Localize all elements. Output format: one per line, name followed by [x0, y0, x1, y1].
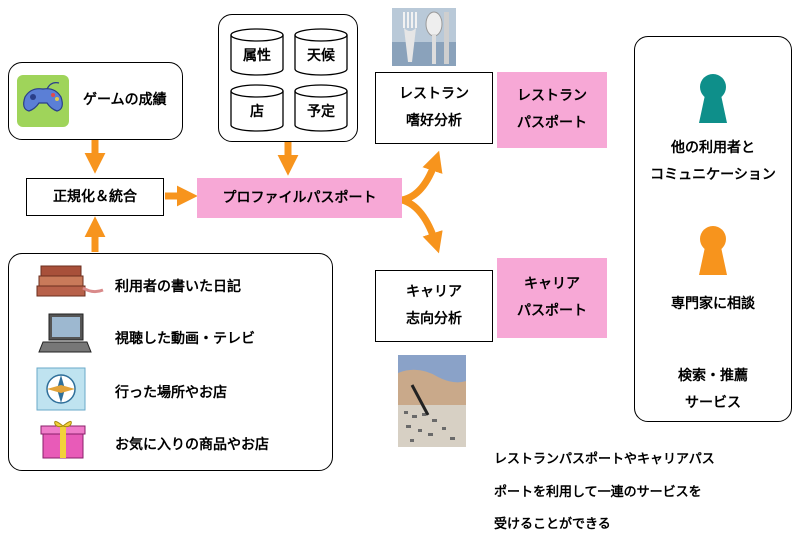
career-analysis-box: キャリア 志向分析: [375, 270, 493, 342]
service-communicate-line2: コミュニケーション: [650, 166, 776, 183]
db-schedule-label: 予定: [307, 104, 335, 120]
footnote-line1: レストランパスポートやキャリアパス: [494, 452, 715, 467]
db-cylinders: [230, 28, 348, 132]
restaurant-analysis-line1: レストラン: [399, 86, 469, 103]
writing-photo: [398, 355, 466, 447]
normalize-label: 正規化＆統合: [53, 188, 137, 205]
footnote-line2: ポートを利用して一連のサービスを: [494, 485, 702, 500]
restaurant-analysis-line2: 嗜好分析: [406, 113, 462, 129]
service-communicate-line1: 他の利用者と: [671, 140, 755, 156]
career-passport-line2: パスポート: [517, 303, 587, 319]
compass-icon: [36, 367, 86, 411]
sources-list-box: 利用者の書いた日記 視聴した動画・テレビ 行った場所やお店 お気に入りの商品やお…: [8, 253, 333, 471]
person-icon: [699, 226, 727, 275]
source-video: 視聴した動画・テレビ: [115, 331, 255, 347]
laptop-icon: [38, 313, 92, 353]
arrow-profile-to-restaurant: [401, 150, 443, 204]
gift-icon: [40, 420, 86, 459]
db-weather-label: 天候: [307, 48, 335, 64]
service-search-line2: サービス: [685, 394, 741, 411]
restaurant-analysis-box: レストラン 嗜好分析: [375, 72, 493, 144]
game-source-label: ゲームの成績: [83, 92, 167, 108]
restaurant-passport-line2: パスポート: [517, 115, 587, 131]
career-analysis-line1: キャリア: [406, 284, 462, 301]
service-search-line1: 検索・推薦: [678, 368, 748, 384]
service-communicate: 他の利用者と コミュニケーション: [635, 135, 791, 188]
service-expert: 専門家に相談: [671, 296, 755, 312]
game-source-box: ゲームの成績: [8, 62, 183, 140]
footnote-line3: 受けることができる: [494, 517, 611, 532]
books-icon: [36, 265, 104, 297]
arrow-profile-to-career: [400, 196, 443, 254]
db-attr-label: 属性: [243, 48, 271, 64]
source-places: 行った場所やお店: [115, 385, 227, 401]
restaurant-passport-line1: レストラン: [517, 88, 587, 105]
career-passport: キャリア パスポート: [497, 258, 607, 338]
cutlery-photo: [392, 8, 456, 66]
restaurant-passport: レストラン パスポート: [497, 72, 607, 148]
profile-passport: プロファイルパスポート: [197, 178, 402, 218]
source-diary: 利用者の書いた日記: [115, 279, 241, 295]
career-analysis-line2: 志向分析: [406, 311, 462, 327]
services-box: 他の利用者と コミュニケーション 専門家に相談 検索・推薦 サービス: [634, 36, 792, 422]
profile-passport-label: プロファイルパスポート: [222, 189, 377, 206]
normalize-box: 正規化＆統合: [26, 178, 164, 216]
database-box: 属性 天候 店 予定: [218, 14, 358, 142]
source-favorites: お気に入りの商品やお店: [115, 437, 269, 453]
gamepad-icon: [17, 75, 69, 127]
db-store-label: 店: [250, 104, 264, 120]
person-icon: [699, 74, 727, 123]
service-search: 検索・推薦 サービス: [635, 363, 791, 416]
career-passport-line1: キャリア: [524, 276, 580, 293]
